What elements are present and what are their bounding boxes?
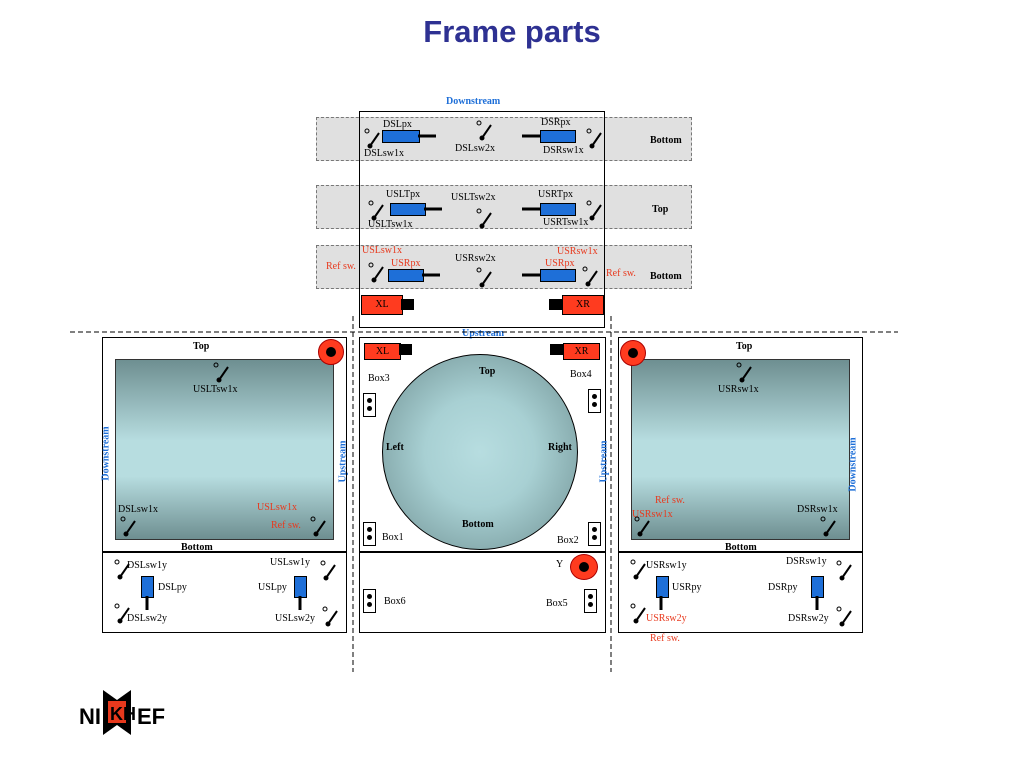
center-bottom-label: Bottom xyxy=(462,519,494,530)
usrtpx-label: USRTpx xyxy=(538,189,573,200)
downstream-label: Downstream xyxy=(446,96,501,107)
right-lower-frame xyxy=(618,551,863,633)
center-right-label: Right xyxy=(548,442,572,453)
dslpx-label: DSLpx xyxy=(383,119,412,130)
y-label: Y xyxy=(556,559,564,570)
box1-connector xyxy=(363,522,376,546)
usrtsw1x-label: USRTsw1x xyxy=(543,217,589,228)
usrsw1x-top-label: USRsw1x xyxy=(718,384,759,395)
box6-label: Box6 xyxy=(384,596,406,607)
right-top-label: Top xyxy=(736,341,753,352)
usltsw2x-label: USLTsw2x xyxy=(451,192,496,203)
dslsw1y-label: DSLsw1y xyxy=(127,560,168,571)
right-target xyxy=(620,340,646,366)
box3-connector xyxy=(363,393,376,417)
right-panel-face xyxy=(631,359,850,540)
logo-red-square xyxy=(108,701,126,723)
top-frame-outline xyxy=(359,111,605,328)
row3-side-label: Bottom xyxy=(650,271,682,282)
box4-label: Box4 xyxy=(570,369,592,380)
left-top-label: Top xyxy=(193,341,210,352)
usrtpx-sensor xyxy=(540,203,576,216)
right-bottom-label: Bottom xyxy=(725,542,757,553)
box1-label: Box1 xyxy=(382,532,404,543)
nikhef-logo: NI KH EF xyxy=(79,690,165,735)
usrpy-label: USRpy xyxy=(672,582,702,593)
xl-top-connector xyxy=(401,299,414,310)
dslsw2x-label: DSLsw2x xyxy=(455,143,496,154)
row1-side-label: Bottom xyxy=(650,135,682,146)
center-frame xyxy=(359,337,606,553)
uslpy-label: USLpy xyxy=(258,582,287,593)
right-refsw-bottom-label: Ref sw. xyxy=(650,633,680,644)
box5-label: Box5 xyxy=(546,598,568,609)
usrsw2y-label: USRsw2y xyxy=(646,613,687,624)
usltpx-label: USLTpx xyxy=(386,189,421,200)
xr-center-block: XR xyxy=(563,343,600,360)
usrpx-sensor xyxy=(540,269,576,282)
box5-connector xyxy=(584,589,597,613)
xr-top-connector xyxy=(549,299,562,310)
usrsw2x-label: USRsw2x xyxy=(455,253,496,264)
uslsw1y-label: USLsw1y xyxy=(270,557,311,568)
row2-side-label: Top xyxy=(652,204,669,215)
upstream-label: Upstream xyxy=(462,328,505,339)
dsrsw2y-label: DSRsw2y xyxy=(788,613,829,624)
box6-connector xyxy=(363,589,376,613)
uslsw1x-side-label: USLsw1x xyxy=(257,502,298,513)
center-lower-frame xyxy=(359,551,606,633)
row-top-2 xyxy=(316,185,692,229)
dslsw1x-side-label: DSLsw1x xyxy=(118,504,159,515)
box2-label: Box2 xyxy=(557,535,579,546)
box2-connector xyxy=(588,522,601,546)
dsrsw1x-side-label: DSRsw1x xyxy=(797,504,838,515)
center-circle xyxy=(382,354,578,550)
box3-label: Box3 xyxy=(368,373,390,384)
center-left-label: Left xyxy=(386,442,404,453)
left-lower-frame xyxy=(102,551,347,633)
xr-center-connector xyxy=(550,344,563,355)
dsrpx-sensor xyxy=(540,130,576,143)
left-refsw-label: Ref sw. xyxy=(271,520,301,531)
left-panel-frame xyxy=(102,337,347,553)
dsrsw1y-label: DSRsw1y xyxy=(786,556,827,567)
dslpy-label: DSLpy xyxy=(158,582,187,593)
refsw-right-label: Ref sw. xyxy=(606,268,636,279)
usrsw1x-label: USRsw1x xyxy=(557,246,598,257)
xl-center-connector xyxy=(399,344,412,355)
dsrpx-label: DSRpx xyxy=(541,117,571,128)
logo-kh: KH xyxy=(110,704,136,724)
center-top-label: Top xyxy=(479,366,496,377)
logo-ni: NI xyxy=(79,704,101,729)
usltsw1x-side-label: USLTsw1x xyxy=(193,384,238,395)
xr-top-block: XR xyxy=(562,295,604,315)
right-refsw-label: Ref sw. xyxy=(655,495,685,506)
uslsw2y-label: USLsw2y xyxy=(275,613,316,624)
left-panel-face xyxy=(115,359,334,540)
row-bottom-3 xyxy=(316,245,692,289)
dslsw2y-label: DSLsw2y xyxy=(127,613,168,624)
uslsw1x-label: USLsw1x xyxy=(362,245,403,256)
dsrpy-label: DSRpy xyxy=(768,582,798,593)
row-bottom-1 xyxy=(316,117,692,161)
logo-ef: EF xyxy=(137,704,165,729)
uslpx-label: USRpx xyxy=(391,258,421,269)
slide-title: Frame parts xyxy=(423,14,601,49)
right-panel-frame xyxy=(618,337,863,553)
xl-center-block: XL xyxy=(364,343,401,360)
usrpx-label: USRpx xyxy=(545,258,575,269)
usltsw1x-label: USLTsw1x xyxy=(368,219,413,230)
dsrsw1x-label: DSRsw1x xyxy=(543,145,584,156)
dslsw1x-label: DSLsw1x xyxy=(364,148,405,159)
box4-connector xyxy=(588,389,601,413)
switch-icons xyxy=(114,120,852,627)
usrsw1y-label: USRsw1y xyxy=(646,560,687,571)
left-bottom-label: Bottom xyxy=(181,542,213,553)
usrsw1x-side-label: USRsw1x xyxy=(632,509,673,520)
left-target xyxy=(318,339,344,365)
y-target xyxy=(570,554,598,580)
refsw-left-label: Ref sw. xyxy=(326,261,356,272)
